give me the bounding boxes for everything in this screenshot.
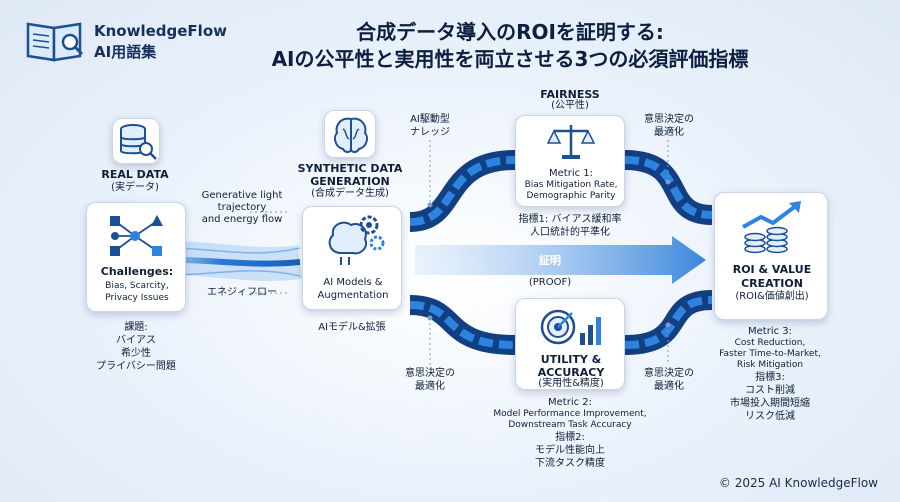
challenges-title: Challenges: — [100, 265, 174, 278]
ai-knowledge-label-2: ナレッジ — [410, 127, 450, 138]
proof-label-jp: 証明 — [539, 254, 561, 267]
brand-name: KnowledgeFlow — [94, 22, 227, 40]
fairness-heading: FAIRNESS — [540, 88, 600, 101]
target-chart-icon — [540, 309, 601, 345]
pipe-to-fairness — [409, 150, 516, 232]
decision-left-label-1: 意思決定の — [405, 368, 455, 379]
synthetic-brain-card — [324, 110, 376, 158]
roi-metric-line-1: Cost Reduction, — [734, 338, 806, 348]
utility-heading-jp: (実用性&精度) — [538, 378, 604, 389]
page-title: 合成データ導入のROIを証明する: — [356, 20, 664, 44]
flow-label-1: Generative light — [201, 190, 283, 201]
decision-right-label-1: 意思決定の — [644, 368, 694, 379]
balance-scale-icon — [546, 125, 596, 159]
real-data-icon-card — [112, 118, 160, 164]
proof-arrow — [415, 236, 706, 284]
proof-label-en: (PROOF) — [528, 277, 572, 288]
ai-knowledge-label-1: AI駆動型 — [410, 114, 450, 125]
roi-metric-line-2: Faster Time-to-Market, — [719, 349, 821, 359]
synthetic-heading-1: SYNTHETIC DATA — [297, 162, 403, 175]
challenges-jp-title: 課題: — [124, 322, 148, 333]
pipe-to-utility — [409, 295, 516, 355]
decision-top-label-2: 最適化 — [654, 127, 684, 138]
synthetic-card: AI Models & Augmentation — [302, 206, 402, 310]
synthetic-card-line-1: AI Models & — [323, 277, 383, 288]
network-nodes-icon — [110, 215, 163, 256]
roi-metric-line-3: Risk Mitigation — [736, 360, 804, 370]
coins-growth-arrow-icon — [742, 201, 801, 254]
roi-card: ROI & VALUE CREATION (ROI&価値創出) — [714, 192, 828, 320]
challenges-jp-1: バイアス — [116, 335, 156, 346]
brain-gears-icon — [328, 215, 385, 265]
flow-label-3: and energy flow — [201, 214, 283, 225]
pipe-fairness-to-roi — [624, 150, 713, 225]
challenges-jp-2: 希少性 — [121, 348, 151, 359]
challenges-jp-3: プライバシー問題 — [96, 361, 176, 372]
challenges-card: Challenges: Bias, Scarcity, Privacy Issu… — [86, 202, 186, 312]
utility-card: UTILITY & ACCURACY (実用性&精度) — [515, 298, 625, 390]
decision-top-label-1: 意思決定の — [644, 114, 694, 125]
roi-heading-1: ROI & VALUE — [732, 263, 812, 276]
synthetic-jp-label: AIモデル&拡張 — [318, 322, 386, 333]
fairness-heading-jp: (公平性) — [551, 100, 589, 111]
brand-subtitle: AI用語集 — [94, 43, 157, 61]
synthetic-heading-2: GENERATION — [310, 175, 390, 188]
flow-label-2: trajectory — [217, 202, 267, 213]
real-data-heading-jp: (実データ) — [111, 182, 159, 193]
utility-metric-line-1: Model Performance Improvement, — [493, 409, 647, 419]
utility-metric-line-2: Downstream Task Accuracy — [508, 420, 632, 430]
real-data-heading: REAL DATA — [101, 168, 169, 181]
roi-metric-title: Metric 3: — [748, 326, 792, 337]
roi-heading-2: CREATION — [741, 277, 803, 290]
utility-heading-2: ACCURACY — [537, 366, 605, 379]
database-search-icon — [120, 124, 157, 160]
utility-heading-1: UTILITY & — [540, 353, 602, 366]
utility-jp-line-1: モデル性能向上 — [535, 445, 605, 456]
roi-jp-line-3: リスク低減 — [745, 411, 795, 422]
synthetic-card-line-2: Augmentation — [317, 290, 389, 301]
roi-heading-jp: (ROI&価値創出) — [735, 291, 809, 302]
fairness-metric-line-1: Bias Mitigation Rate, — [524, 180, 618, 190]
flow-label-jp: エネジィフロー — [207, 287, 277, 298]
roi-jp-title: 指標3: — [755, 372, 785, 383]
utility-jp-line-2: 下流タスク精度 — [535, 458, 605, 469]
fairness-metric-title: Metric 1: — [549, 168, 593, 179]
pipe-utility-to-roi — [624, 290, 713, 355]
roi-jp-line-1: コスト削減 — [745, 385, 795, 396]
fairness-jp-line-1: 指標1: バイアス緩和率 — [518, 214, 622, 225]
fairness-metric-line-2: Demographic Parity — [526, 191, 616, 201]
page-subtitle: AIの公平性と実用性を両立させる3つの必須評価指標 — [271, 47, 749, 71]
copyright: © 2025 AI KnowledgeFlow — [718, 476, 878, 490]
decision-left-label-2: 最適化 — [415, 381, 445, 392]
fairness-card: Metric 1: Bias Mitigation Rate, Demograp… — [515, 115, 625, 207]
brain-icon — [334, 117, 368, 153]
utility-jp-title: 指標2: — [555, 432, 585, 443]
roi-jp-line-2: 市場投入期間短縮 — [730, 398, 810, 409]
open-book-magnifier-icon — [26, 22, 84, 62]
utility-metric-title: Metric 2: — [548, 397, 592, 408]
challenges-text-2: Privacy Issues — [105, 293, 169, 303]
challenges-text-1: Bias, Scarcity, — [105, 281, 169, 291]
fairness-jp-line-2: 人口統計的平準化 — [530, 227, 610, 238]
decision-right-label-2: 最適化 — [654, 381, 684, 392]
synthetic-heading-jp: (合成データ生成) — [311, 188, 389, 199]
